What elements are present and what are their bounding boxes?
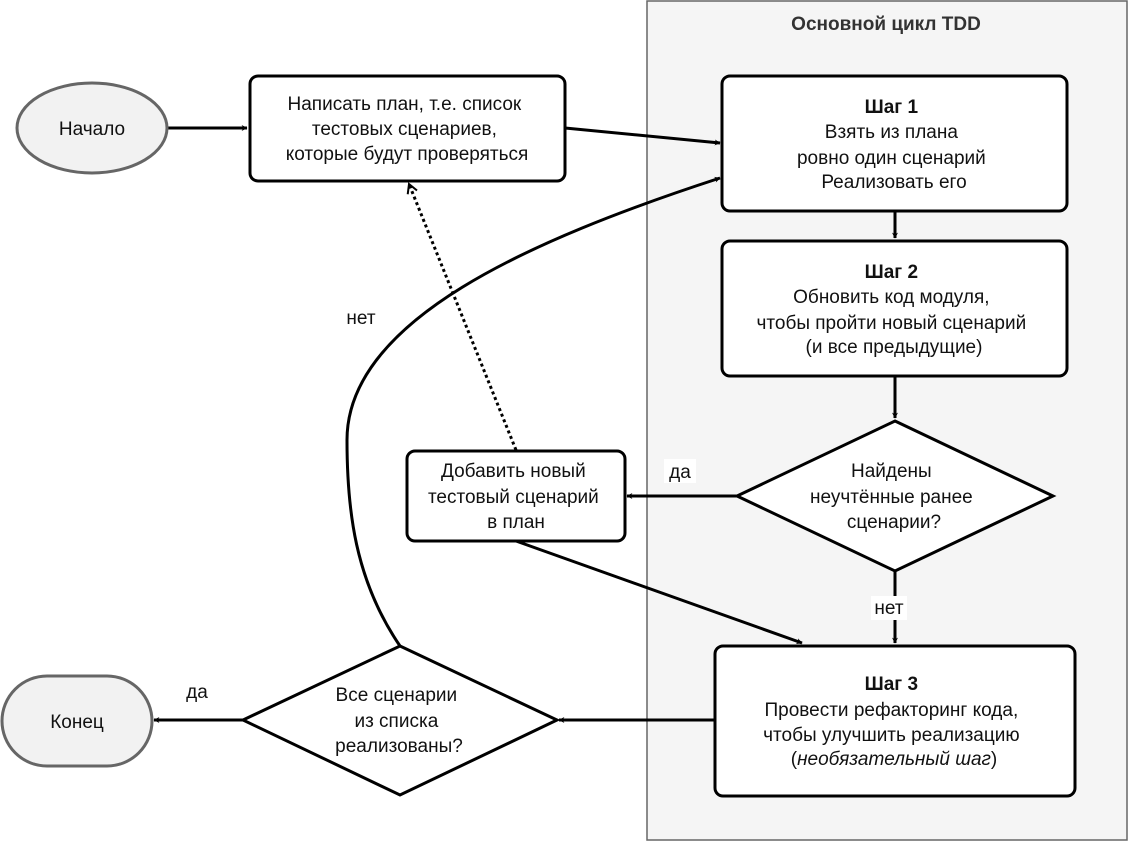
plan-line: тестовых сценариев, (312, 119, 497, 140)
step3-text: Шаг 3 Провести рефакторинг кода, чтобы у… (763, 674, 1025, 770)
found-decision-node: Найдены неучтённые ранее сценарии? (733, 419, 1057, 573)
found-text: Найдены неучтённые ранее сценарии? (810, 461, 978, 533)
all-done-line: из списка (354, 711, 438, 732)
step2-line: (и все предыдущие) (806, 337, 983, 358)
plan-text: Написать план, т.е. список тестовых сцен… (286, 94, 529, 165)
step1-line: Реализовать его (821, 172, 966, 193)
step2-text: Шаг 2 Обновить код модуля, чтобы пройти … (757, 262, 1032, 358)
step3-note-close: ) (991, 749, 997, 770)
found-line: неучтённые ранее (810, 487, 973, 508)
add-text: Добавить новый тестовый сценарий в план (428, 461, 604, 533)
step1-line: Взять из плана (825, 122, 959, 143)
edges (153, 125, 898, 723)
plan-line: Написать план, т.е. список (288, 94, 522, 115)
step3-node: Шаг 3 Провести рефакторинг кода, чтобы у… (713, 644, 1077, 798)
edge-label-all-no: нет (346, 308, 375, 329)
plan-node: Написать план, т.е. список тестовых сцен… (248, 74, 567, 183)
add-line: Добавить новый (441, 461, 586, 482)
end-label: Конец (50, 712, 104, 733)
step3-note-line: (необязательный шаг) (791, 749, 998, 770)
group-title: Основной цикл TDD (791, 14, 981, 35)
plan-line: которые будут проверяться (286, 144, 529, 165)
end-node: Конец (0, 674, 154, 768)
step2-line: Обновить код модуля, (793, 287, 989, 308)
add-line: в план (487, 512, 545, 533)
step2-node: Шаг 2 Обновить код модуля, чтобы пройти … (720, 239, 1069, 378)
edge-label-all-yes: да (186, 682, 208, 703)
step1-node: Шаг 1 Взять из плана ровно один сценарий… (720, 74, 1069, 213)
add-scenario-node: Добавить новый тестовый сценарий в план (405, 449, 627, 543)
step1-text: Шаг 1 Взять из плана ровно один сценарий… (797, 97, 991, 193)
step3-note: необязательный шаг (797, 749, 991, 770)
edge-alldone-step1 (345, 176, 721, 647)
all-done-text: Все сценарии из списка реализованы? (335, 685, 463, 757)
step3-note-open: ( (791, 749, 798, 770)
step1-title: Шаг 1 (865, 97, 919, 118)
found-line: Найдены (851, 461, 932, 482)
edge-add-plan (409, 184, 518, 451)
step2-line: чтобы пройти новый сценарий (757, 313, 1027, 334)
edge-labels: да нет да нет (186, 308, 907, 703)
edge-plan-step1 (564, 126, 721, 146)
add-line: тестовый сценарий (428, 487, 599, 508)
start-node: Начало (15, 81, 169, 175)
all-done-line: реализованы? (335, 736, 463, 757)
all-done-line: Все сценарии (336, 685, 458, 706)
step3-line: чтобы улучшить реализацию (763, 725, 1020, 746)
edge-label-found-no: нет (874, 598, 903, 619)
step1-line: ровно один сценарий (797, 148, 986, 169)
start-label: Начало (59, 119, 125, 140)
step3-line: Провести рефакторинг кода, (764, 700, 1018, 721)
all-done-decision-node: Все сценарии из списка реализованы? (239, 644, 561, 797)
step3-title: Шаг 3 (865, 674, 918, 695)
edge-label-found-yes: да (669, 462, 691, 483)
step2-title: Шаг 2 (865, 262, 918, 283)
edge-add-step3 (515, 539, 803, 645)
found-line: сценарии? (847, 512, 941, 533)
